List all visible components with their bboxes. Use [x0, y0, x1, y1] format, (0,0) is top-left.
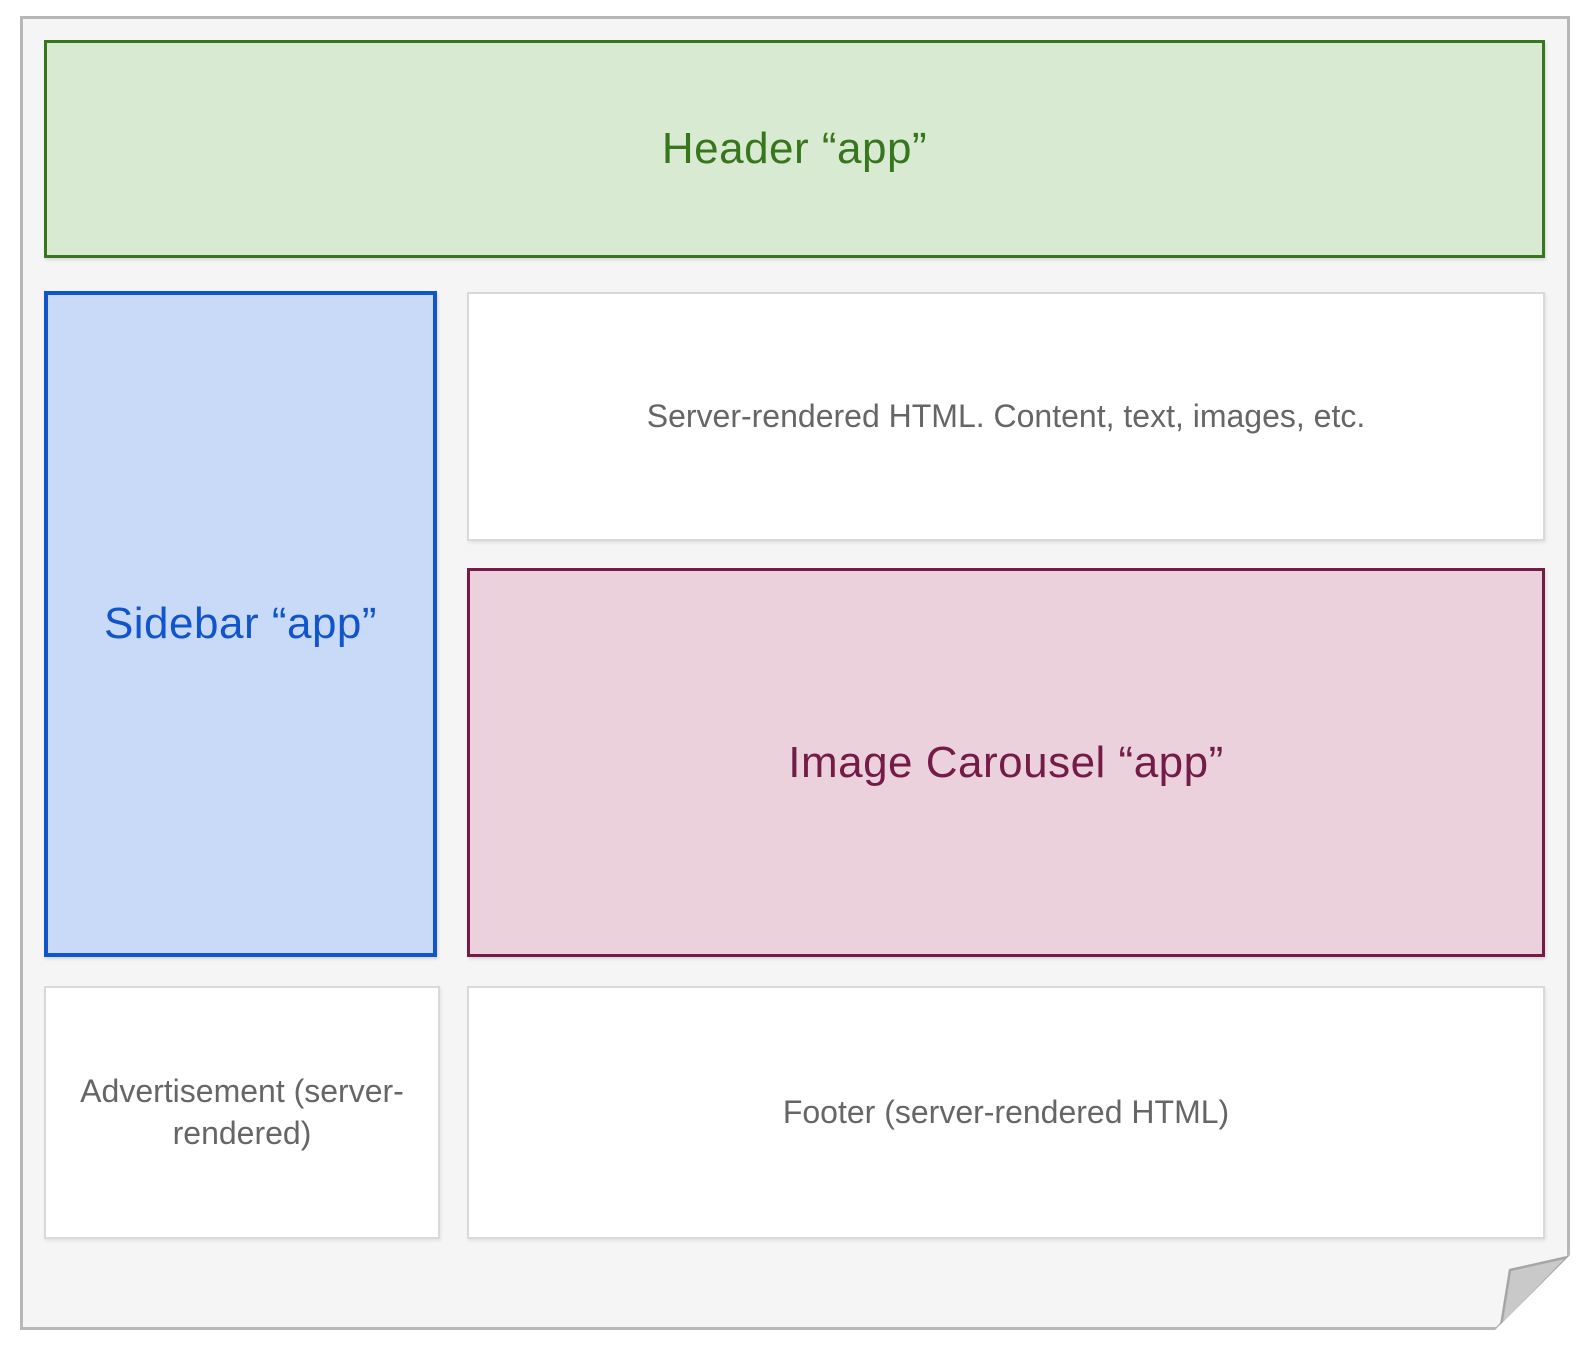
header-app-label: Header “app”: [661, 124, 928, 173]
footer-label: Footer (server-rendered HTML): [782, 1093, 1230, 1130]
page-sheet: Header “app” Sidebar “app” Server-render…: [20, 16, 1570, 1330]
image-carousel-app-box: Image Carousel “app”: [467, 568, 1545, 957]
header-app-box: Header “app”: [44, 40, 1545, 258]
advertisement-label: Advertisement (server-rendered): [80, 1072, 404, 1151]
image-carousel-app-label: Image Carousel “app”: [788, 737, 1224, 787]
server-rendered-content-box: Server-rendered HTML. Content, text, ima…: [467, 292, 1545, 541]
sidebar-app-label: Sidebar “app”: [103, 599, 378, 648]
sidebar-app-box: Sidebar “app”: [44, 291, 437, 957]
footer-box: Footer (server-rendered HTML): [467, 986, 1545, 1239]
folded-corner-icon: [1475, 1235, 1570, 1330]
advertisement-box: Advertisement (server-rendered): [44, 986, 440, 1239]
server-rendered-content-label: Server-rendered HTML. Content, text, ima…: [646, 397, 1366, 434]
